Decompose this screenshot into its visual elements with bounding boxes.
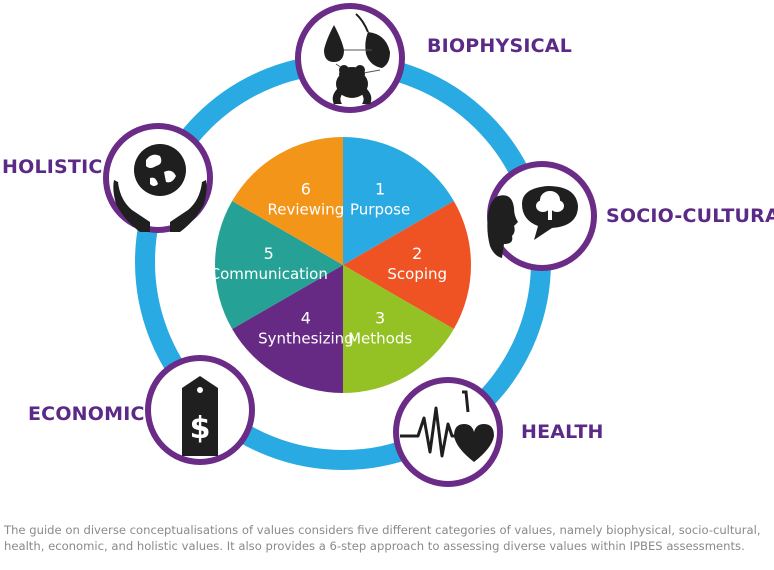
step-label-2: Scoping <box>387 265 447 283</box>
pie-slice-step-4 <box>232 265 343 393</box>
step-label-4: Synthesizing <box>258 329 354 347</box>
hands-globe-icon <box>113 144 207 232</box>
pie-slice-step-6 <box>232 137 343 265</box>
step-label-3: Methods <box>348 329 412 347</box>
pie-slice-step-1 <box>343 137 454 265</box>
step-number-3: 3 <box>375 308 385 327</box>
price-tag-icon: $ <box>182 376 218 456</box>
head-tree-speech-icon <box>487 186 578 258</box>
biophysical-icon-circle <box>295 3 405 113</box>
socio-cultural-icon-circle <box>487 161 597 271</box>
pie-slice-step-3 <box>343 265 454 393</box>
step-label-1: Purpose <box>350 201 410 219</box>
step-label-5: Communication <box>210 265 328 283</box>
step-number-6: 6 <box>301 180 311 199</box>
step-number-2: 2 <box>412 244 422 263</box>
step-number-5: 5 <box>264 244 274 263</box>
economic-label: ECONOMIC <box>28 403 145 425</box>
holistic-icon-circle <box>103 123 213 233</box>
frog-drop-leaf-icon <box>324 13 390 105</box>
health-icon-circle <box>393 377 503 487</box>
socio-cultural-label: SOCIO-CULTURAL <box>606 205 774 227</box>
pie-slice-step-5 <box>215 201 343 329</box>
step-number-1: 1 <box>375 180 385 199</box>
step-label-6: Reviewing <box>268 201 345 219</box>
health-label: HEALTH <box>521 421 604 443</box>
heartbeat-icon <box>400 390 494 462</box>
caption-text: The guide on diverse conceptualisations … <box>4 523 761 553</box>
economic-icon-circle: $ <box>145 355 255 465</box>
pie-slice-step-2 <box>343 201 471 329</box>
holistic-label: HOLISTIC <box>2 156 103 178</box>
biophysical-label: BIOPHYSICAL <box>427 35 572 57</box>
step-number-4: 4 <box>301 308 311 327</box>
svg-text:$: $ <box>190 411 211 446</box>
